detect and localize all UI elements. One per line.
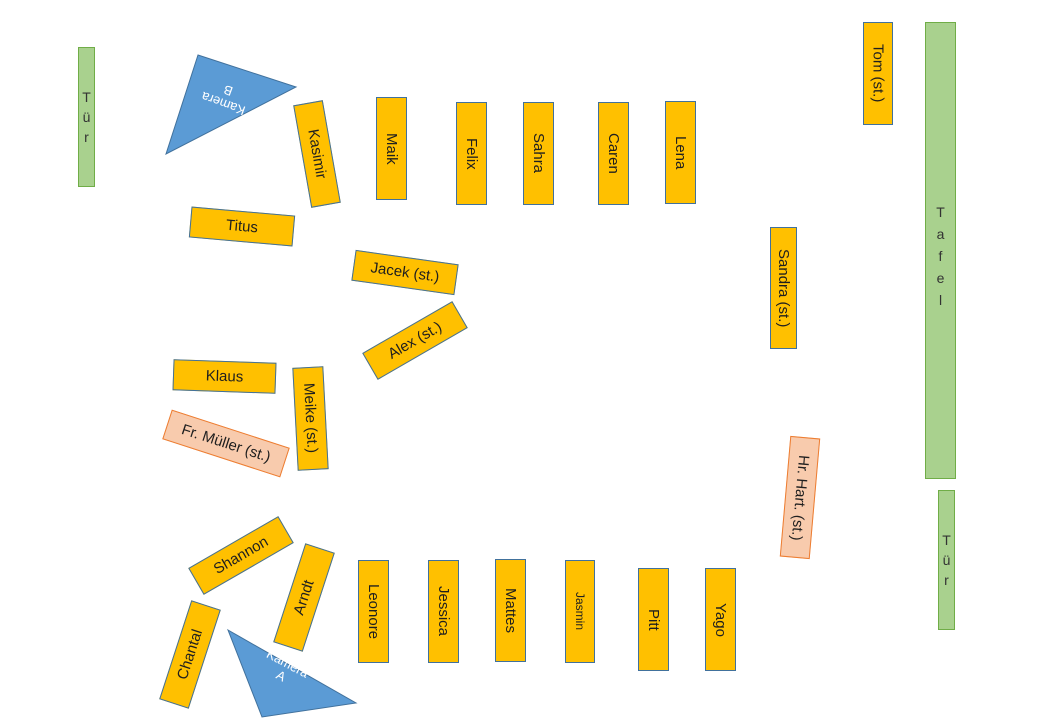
door-right: T ü r [938, 490, 955, 630]
seat-maik: Maik [376, 97, 407, 200]
seat-sandra: Sandra (st.) [770, 227, 797, 349]
board-letter: a [936, 226, 945, 242]
board-letter: e [936, 270, 945, 286]
seat-pitt: Pitt [638, 568, 669, 671]
board: T a f e l [925, 22, 956, 479]
door-left: T ü r [78, 47, 95, 187]
door-right-letter: r [944, 572, 949, 588]
camera-a-shape [227, 628, 358, 718]
door-left-letter: ü [82, 109, 91, 125]
door-left-letter: r [84, 129, 89, 145]
board-letter: T [936, 204, 945, 220]
seat-tom: Tom (st.) [863, 22, 893, 125]
seat-leonore: Leonore [358, 560, 389, 663]
seat-jessica: Jessica [428, 560, 459, 663]
seat-mattes: Mattes [495, 559, 526, 662]
door-left-letter: T [82, 89, 91, 105]
seat-meike: Meike (st.) [292, 366, 329, 471]
camera-b-shape [165, 54, 298, 155]
seat-caren: Caren [598, 102, 629, 205]
board-letter: l [938, 292, 943, 308]
seat-felix: Felix [456, 102, 487, 205]
seat-klaus: Klaus [172, 359, 277, 394]
board-letter: f [938, 248, 943, 264]
door-right-letter: ü [942, 552, 951, 568]
seat-sahra: Sahra [523, 102, 554, 205]
seat-lena: Lena [665, 101, 696, 204]
door-right-letter: T [942, 532, 951, 548]
seat-jasmin: Jasmin [565, 560, 595, 663]
seat-yago: Yago [705, 568, 736, 671]
